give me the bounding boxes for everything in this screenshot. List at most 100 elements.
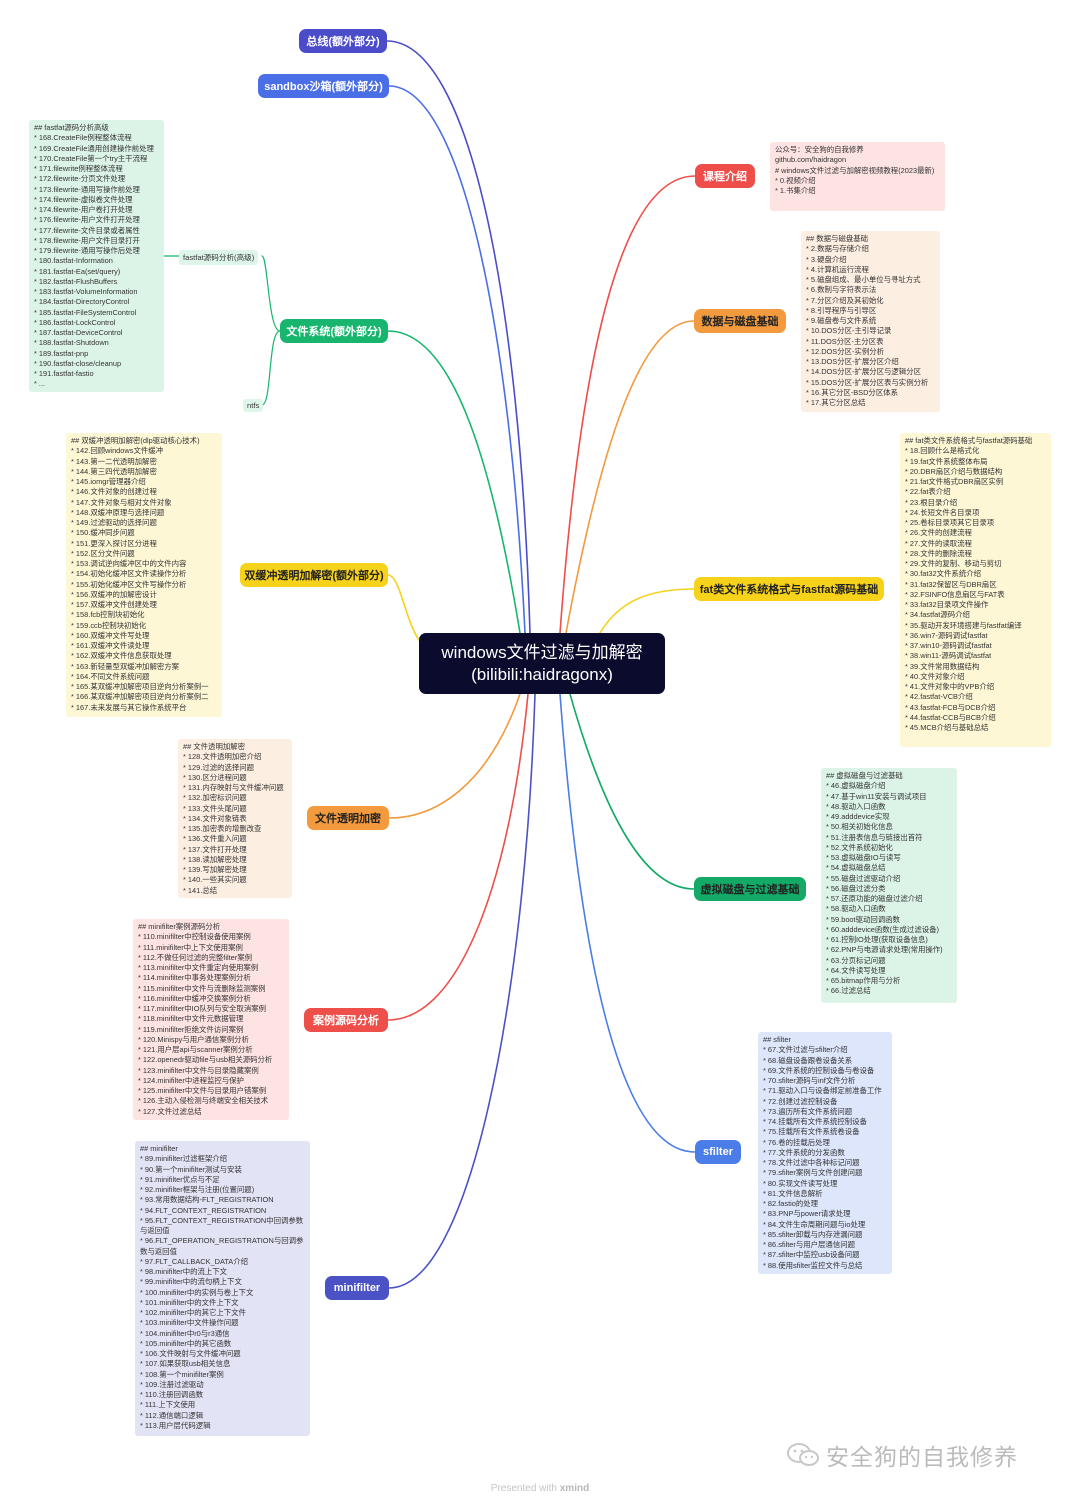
topic-sandbox[interactable]: sandbox沙箱(额外部分): [258, 74, 389, 98]
note-line: * 60.adddevice函数(生成过滤设备): [826, 924, 939, 934]
note-line: * 31.fat32保留区与DBR扇区: [905, 579, 997, 589]
topic-double-buffer[interactable]: 双缓冲透明加解密(额外部分): [240, 563, 388, 587]
note-line: * 140.一些其实问题: [183, 875, 247, 885]
note-line: * 184.fastfat-DirectoryControl: [34, 297, 130, 307]
note-line: * 5.磁盘组成、最小单位与寻址方式: [806, 275, 921, 284]
topic-minifilter[interactable]: minifilter: [325, 1276, 389, 1300]
note-line: * 93.常用数据结构-FLT_REGISTRATION: [140, 1195, 274, 1205]
note-line: * 87.sfilter中监控usb设备问题: [763, 1250, 860, 1260]
topic-virtual-disk[interactable]: 虚拟磁盘与过滤基础: [694, 877, 806, 901]
note-line: * 17.其它分区总结: [806, 398, 866, 407]
footer-prefix: Presented with: [490, 1483, 557, 1494]
note-line: * 1.书集介绍: [775, 186, 816, 195]
note-line: * 94.FLT_CONTEXT_REGISTRATION: [140, 1205, 267, 1215]
note-line: * 12.DOS分区-实例分析: [806, 346, 885, 356]
note-line: * 124.minifilter中进程监控与保护: [138, 1075, 244, 1085]
note-line: * 90.第一个minifilter测试与安装: [140, 1164, 242, 1174]
note-line: * 122.openedr驱动file与usb相关源码分析: [138, 1055, 273, 1065]
note-line: * 15.DOS分区-扩展分区表与实例分析: [806, 377, 929, 387]
note-line: * 35.驱动开发环境搭建与fastfat编译: [905, 620, 1022, 630]
subtopic-fastfat-advanced[interactable]: fastfat源码分析(高级): [179, 250, 259, 265]
note-line: * 41.文件对象中的VPB介绍: [905, 682, 995, 691]
note-line: * 118.minifilter中文件元数据管理: [138, 1014, 244, 1024]
wechat-icon: [787, 1443, 819, 1466]
note-line: * 159.ccb控制块初始化: [71, 620, 147, 630]
note-line: 公众号：安全狗的自我修养: [775, 145, 864, 154]
note-line: * 144.第三四代透明加解密: [71, 466, 157, 476]
topic-course-intro[interactable]: 课程介绍: [695, 164, 755, 188]
note-line: * 162.双缓冲文件信息获取处理: [71, 651, 172, 661]
branch-disk: [565, 320, 695, 634]
note-line: * 4.计算机运行流程: [806, 264, 869, 274]
note-line: * 27.文件的读取流程: [905, 538, 972, 548]
note-line: * 112.不做任何过滤的完整filter案例: [138, 952, 253, 962]
note-line: * 137.文件打开处理: [183, 844, 247, 854]
note-line: * 119.minifilter拒绝文件访问案例: [138, 1024, 244, 1034]
note-line: * 74.挂载所有文件系统控制设备: [763, 1117, 867, 1126]
note-line: # windows文件过滤与加解密视频教程(2023最新): [775, 165, 935, 175]
note-line: * 61.控制IO处理(获取设备信息): [826, 935, 928, 944]
note-line: * 110.注册回调函数: [140, 1390, 204, 1399]
note-line: * 149.过滤驱动的选择问题: [71, 518, 157, 527]
note-line: * 25.卷标目录项其它目录项: [905, 518, 995, 527]
central-topic[interactable]: windows文件过滤与加解密 (bilibili:haidragonx): [419, 633, 665, 694]
note-line: * 24.长短文件名目录项: [905, 507, 980, 517]
topic-sfilter[interactable]: sfilter: [695, 1140, 741, 1164]
topic-fat-filesystem[interactable]: fat类文件系统格式与fastfat源码基础: [694, 577, 884, 601]
note-line: * 54.虚拟磁盘总结: [826, 863, 886, 873]
note-line: * 182.fastfat-FlushBuffers: [34, 276, 118, 286]
note-line: * 6.数制与字符表示法: [806, 285, 877, 295]
note-line: * 115.minifilter中文件与流删除监测案例: [138, 983, 266, 993]
note-line: * 18.回顾什么是格式化: [905, 446, 980, 456]
note-line: * 189.fastfat-pnp: [34, 348, 89, 358]
note-line: * 65.bitmap作用与分析: [826, 976, 901, 985]
note-line: * 185.fastfat-FileSystemControl: [34, 307, 137, 317]
topic-disk-basics[interactable]: 数据与磁盘基础: [694, 309, 786, 333]
note-double-buffer: ## 双缓冲透明加解密(dlp驱动核心技术)* 142.回顾windows文件缓…: [66, 433, 222, 717]
note-line: * 101.minifilter中的文件上下文: [140, 1297, 239, 1307]
note-line: * 186.fastfat-LockControl: [34, 317, 116, 327]
note-line: * 152.区分文件问题: [71, 548, 135, 558]
note-line: * 11.DOS分区-主分区表: [806, 336, 884, 346]
note-line: * 96.FLT_OPERATION_REGISTRATION与回调参数与返回值: [140, 1236, 304, 1256]
note-line: * 64.文件读写处理: [826, 965, 886, 975]
note-line: * 158.fcb控制块初始化: [71, 610, 145, 620]
note-line: * 174.filewrite-用户卷打开处理: [34, 205, 133, 214]
note-line: * 108.第一个minifilter案例: [140, 1369, 224, 1379]
note-line: ## sfilter: [763, 1035, 791, 1044]
topic-transparent-encryption[interactable]: 文件透明加密: [307, 806, 389, 830]
topic-bus[interactable]: 总线(额外部分): [299, 29, 387, 53]
note-line: * 97.FLT_CALLBACK_DATA介绍: [140, 1256, 249, 1266]
note-line: * 126.主动入侵检测与终端安全相关技术: [138, 1096, 269, 1106]
note-line: * 44.fastfat-CCB与BCB介绍: [905, 712, 996, 722]
note-line: * 53.虚拟磁盘IO与读写: [826, 853, 901, 862]
note-line: * 179.filewrite-通用写操作后处理: [34, 246, 140, 255]
note-fat-filesystem: ## fat类文件系统格式与fastfat源码基础* 18.回顾什么是格式化* …: [900, 433, 1051, 747]
note-line: * 88.使用sfilter监控文件与总结: [763, 1260, 863, 1270]
note-line: * 103.minifilter中文件操作问题: [140, 1318, 239, 1328]
note-line: * 39.文件常用数据结构: [905, 661, 980, 671]
note-line: * 102.minifilter中的其它上下文件: [140, 1308, 246, 1317]
note-line: * 7.分区介绍及其初始化: [806, 295, 884, 305]
note-line: * 127.文件过滤总结: [138, 1106, 202, 1116]
topic-filesystem[interactable]: 文件系统(额外部分): [280, 319, 388, 343]
note-line: * 9.磁盘卷与文件系统: [806, 316, 877, 325]
branch-sfilter: [559, 693, 696, 1153]
note-line: * 181.fastfat-Ea(set/query): [34, 266, 121, 276]
note-line: * 153.调试逆向缓冲区中的文件内容: [71, 559, 187, 568]
note-line: * 70.sfilter源码与inf文件分析: [763, 1076, 856, 1085]
subtopic-ntfs[interactable]: ntfs: [243, 399, 264, 412]
note-line: * 154.初始化缓冲区文件读操作分析: [71, 569, 187, 579]
note-line: * 141.总结: [183, 885, 218, 895]
note-line: * 57.还原功能的磁盘过滤介绍: [826, 894, 923, 903]
note-line: * 130.区分进程问题: [183, 772, 247, 782]
topic-case-analysis[interactable]: 案例源码分析: [304, 1008, 388, 1032]
branch-bus: [386, 40, 531, 634]
note-line: * 67.文件过滤与sfilter介绍: [763, 1045, 848, 1055]
note-line: * 89.minifilter过滤框架介绍: [140, 1154, 228, 1164]
note-line: * 155.初始化缓冲区文件写操作分析: [71, 579, 187, 589]
note-line: * 168.CreateFile例程整体流程: [34, 133, 132, 143]
branch-course: [559, 175, 696, 634]
note-line: * 38.win11-源码调试fastfat: [905, 651, 992, 661]
